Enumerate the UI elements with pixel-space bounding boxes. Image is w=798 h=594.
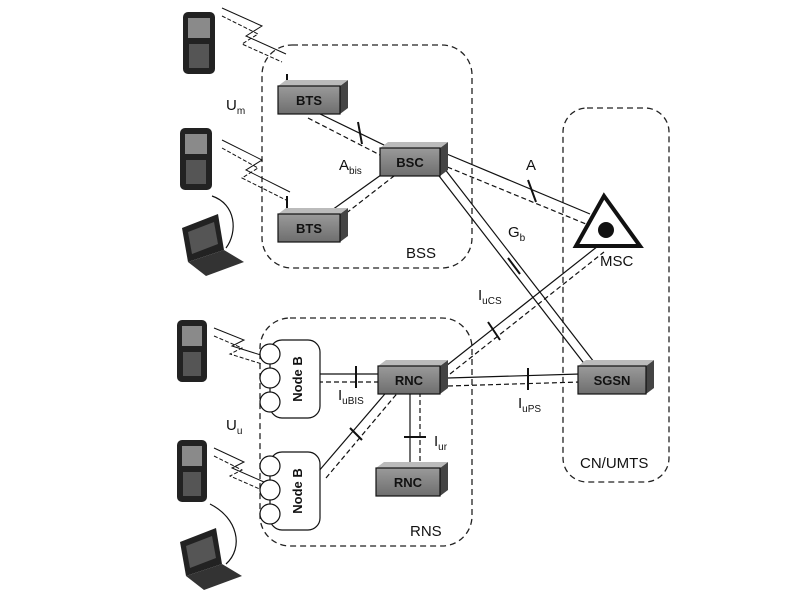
iur-interface-label: Iur <box>434 433 448 453</box>
mobile-phone-icon <box>177 440 207 502</box>
cn-boundary <box>562 107 670 483</box>
bsc-label: BSC <box>396 155 424 170</box>
mobile-phone-icon <box>177 320 207 382</box>
node-b-bottom: Node B <box>259 451 321 531</box>
rns-boundary <box>259 317 473 547</box>
bts-node-top: BTS <box>277 80 348 115</box>
iups-interface-label: IuPS <box>518 395 541 415</box>
links <box>307 111 605 479</box>
mobile-phone-icon <box>180 128 212 190</box>
nodeb-bottom-label: Node B <box>290 468 305 514</box>
sgsn-node: SGSN <box>577 360 654 395</box>
cn-label: CN/UMTS <box>580 455 648 472</box>
interface-ticks <box>349 121 537 441</box>
gb-interface-label: Gb <box>508 224 526 244</box>
iucs-interface-label: IuCS <box>478 287 502 307</box>
uu-interface-label: Uu <box>226 417 242 437</box>
bsc-node: BSC <box>379 142 448 177</box>
iubis-interface-label: IuBIS <box>338 387 364 407</box>
radio-links <box>213 7 291 491</box>
bss-label: BSS <box>406 245 436 262</box>
um-interface-label: Um <box>226 97 245 117</box>
sgsn-label: SGSN <box>594 373 631 388</box>
rnc-bottom-label: RNC <box>394 475 423 490</box>
bts-bottom-label: BTS <box>296 221 322 236</box>
rnc-node-bottom: RNC <box>375 462 448 497</box>
node-b-top: Node B <box>259 339 321 419</box>
bss-boundary <box>261 44 473 269</box>
msc-node <box>572 192 644 248</box>
abis-interface-label: Abis <box>339 157 362 177</box>
rns-label: RNS <box>410 523 442 540</box>
rnc-main-label: RNC <box>395 373 424 388</box>
laptop-icon <box>180 503 242 590</box>
msc-core-icon <box>598 222 614 238</box>
nodeb-top-label: Node B <box>290 356 305 402</box>
laptop-icon <box>182 195 244 276</box>
msc-label: MSC <box>600 253 634 270</box>
bts-top-label: BTS <box>296 93 322 108</box>
rnc-node-main: RNC <box>377 360 448 395</box>
a-interface-label: A <box>526 157 536 174</box>
mobile-phone-icon <box>183 12 215 74</box>
bts-node-bottom: BTS <box>277 208 348 243</box>
